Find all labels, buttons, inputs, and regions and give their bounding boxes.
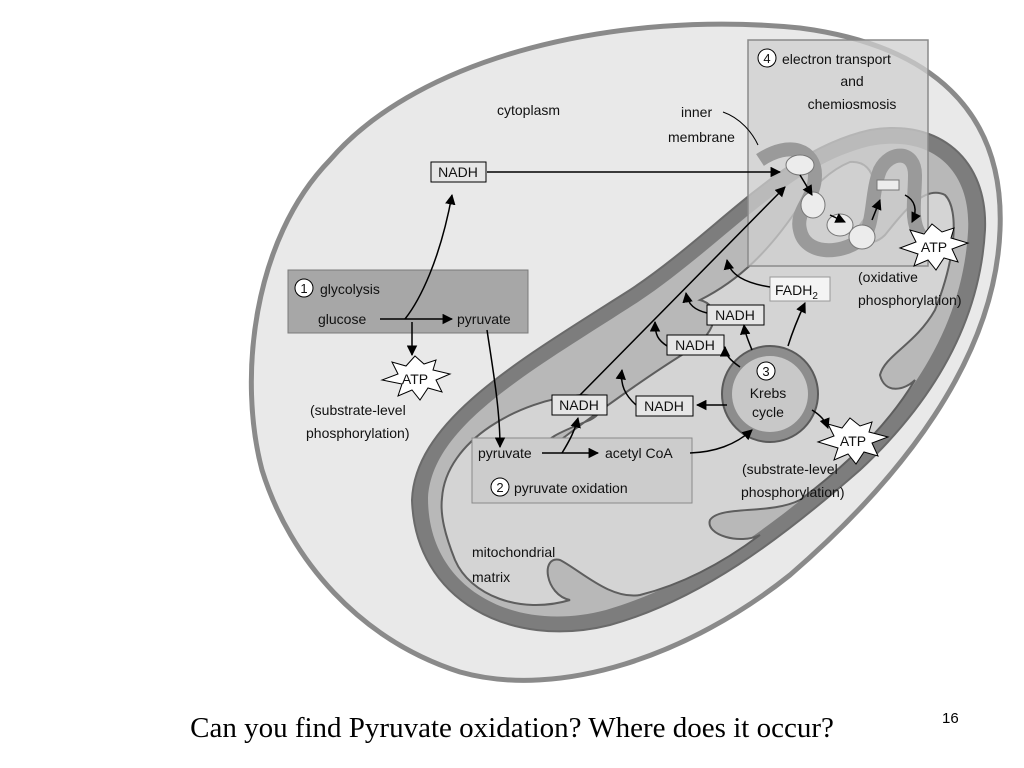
nadh-krebs-3-box	[706, 304, 765, 326]
etc-protein-4	[848, 224, 876, 250]
matrix-label-line1: mitochondrial	[472, 544, 555, 560]
etc-protein-2	[800, 191, 826, 219]
substrate-level-2-line1: (substrate-level	[742, 461, 838, 477]
fadh2-label: FADH2	[775, 282, 818, 302]
substrate-level-2-line2: phosphorylation)	[741, 484, 845, 500]
step1-number: 1	[300, 281, 307, 296]
slide-caption: Can you find Pyruvate oxidation? Where d…	[190, 712, 834, 744]
pathway-arrows	[380, 166, 830, 459]
krebs-cycle-inner	[732, 356, 808, 432]
step4-title-line1: electron transport	[782, 51, 891, 67]
oxidative-line1: (oxidative	[858, 269, 918, 285]
atp-glycolysis-star	[380, 355, 452, 401]
step2-number: 2	[496, 480, 503, 495]
nadh-krebs-1-box	[635, 395, 694, 417]
step2-title: pyruvate oxidation	[514, 480, 628, 496]
atp-krebs-label: ATP	[840, 433, 866, 449]
step1-title: glycolysis	[320, 281, 380, 297]
nadh-krebs-2-box	[666, 334, 725, 356]
step4-number-circle	[757, 48, 777, 68]
nadh-krebs-3-label: NADH	[715, 307, 755, 323]
nadh-pyruvate-ox-box	[551, 394, 608, 416]
nadh-pyruvate-ox-label: NADH	[559, 397, 599, 413]
step4-title-line2: and	[840, 73, 863, 89]
etc-protein-3	[826, 213, 854, 237]
nadh-glycolysis-box	[430, 161, 487, 183]
krebs-title-line1: Krebs	[750, 385, 787, 401]
slide-number: 16	[942, 710, 959, 727]
step2-number-circle	[490, 477, 510, 497]
etc-protein-1	[785, 154, 815, 176]
atp-glycolysis-label: ATP	[402, 371, 428, 387]
inner-membrane-label-line2: membrane	[668, 129, 735, 145]
krebs-title-line2: cycle	[752, 404, 784, 420]
acetyl-coa-label: acetyl CoA	[605, 445, 673, 461]
nadh-krebs-1-label: NADH	[644, 398, 684, 414]
step3-number-circle	[756, 361, 776, 381]
nadh-glycolysis-label: NADH	[438, 164, 478, 180]
step1-box	[287, 269, 529, 334]
oxidative-line2: phosphorylation)	[858, 292, 962, 308]
pyruvate-matrix-label: pyruvate	[478, 445, 532, 461]
inner-membrane-label-line1: inner	[681, 104, 712, 120]
step3-number: 3	[762, 364, 769, 379]
step2-box	[471, 437, 693, 504]
step4-number: 4	[763, 51, 770, 66]
atp-etc-star	[898, 223, 970, 271]
pyruvate-cytoplasm-label: pyruvate	[457, 311, 511, 327]
step1-number-circle	[294, 278, 314, 298]
nadh-krebs-2-label: NADH	[675, 337, 715, 353]
glucose-label: glucose	[318, 311, 366, 327]
fadh2-box	[769, 276, 831, 302]
atp-krebs-star	[816, 417, 890, 465]
cytoplasm-label: cytoplasm	[497, 102, 560, 118]
atp-etc-label: ATP	[921, 239, 947, 255]
atp-synthase	[876, 179, 900, 191]
matrix-label-line2: matrix	[472, 569, 510, 585]
substrate-level-1-line2: phosphorylation)	[306, 425, 410, 441]
step4-title-line3: chemiosmosis	[808, 96, 897, 112]
substrate-level-1-line1: (substrate-level	[310, 402, 406, 418]
